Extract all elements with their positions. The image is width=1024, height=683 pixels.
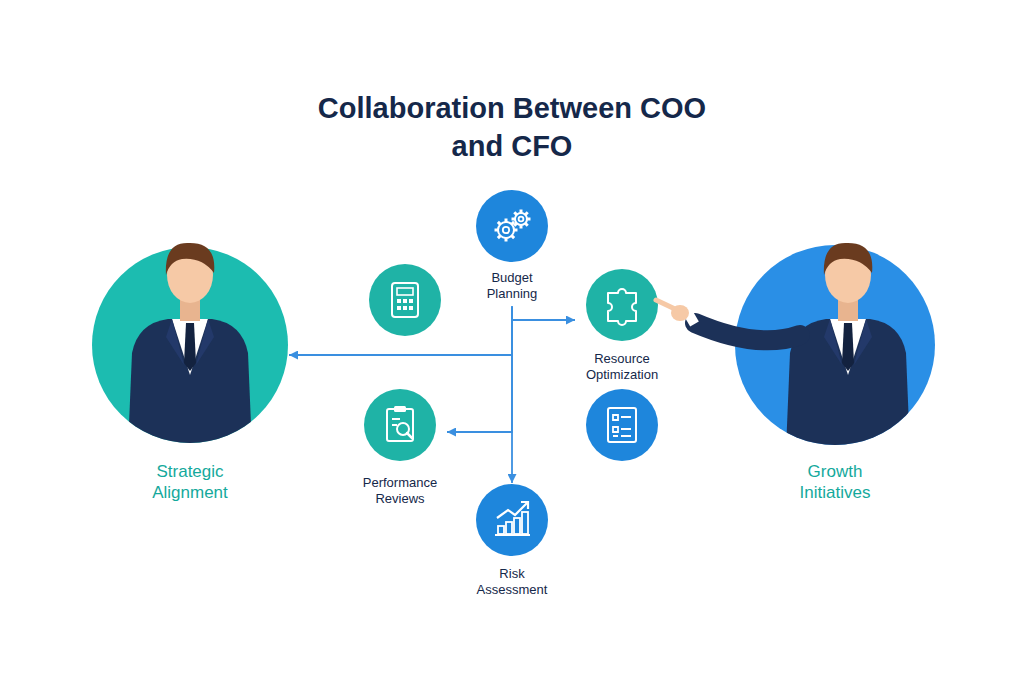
puzzle-icon <box>608 289 636 325</box>
connector-arrow <box>511 307 513 484</box>
chart-icon <box>495 502 530 535</box>
icon-node: Risk Assessment <box>466 484 558 601</box>
node-shape <box>586 269 658 341</box>
node-shape <box>92 247 288 443</box>
node-shape <box>476 484 548 556</box>
connector-arrow <box>289 307 512 356</box>
node-circle <box>586 269 658 341</box>
calculator-body <box>392 283 418 317</box>
person-figure <box>128 243 252 448</box>
icon-node: Budget Planning <box>466 190 558 305</box>
node-label: Budget Planning <box>466 270 558 303</box>
node-shape <box>364 389 436 461</box>
calculator-screen <box>397 288 413 295</box>
checklist-icon <box>586 389 658 461</box>
icon-node: Resource Optimization <box>576 269 668 386</box>
calculator-keys <box>397 299 413 310</box>
person-node: Growth Initiatives <box>735 245 935 506</box>
node-circle <box>476 484 548 556</box>
icon-circle <box>369 264 441 336</box>
node-label: Strategic Alignment <box>125 461 255 504</box>
connector-arrow <box>512 307 575 321</box>
node-label: Risk Assessment <box>466 566 558 599</box>
icon-circle <box>586 389 658 461</box>
node-shape <box>735 245 935 445</box>
diagram-title: Collaboration Between COO and CFO <box>312 90 712 165</box>
node-label: Growth Initiatives <box>770 461 900 504</box>
node-circle <box>476 190 548 262</box>
checklist-sheet <box>608 408 636 442</box>
checklist-lines <box>613 415 631 436</box>
icon-node: Performance Reviews <box>354 389 446 510</box>
node-label: Performance Reviews <box>354 475 446 508</box>
node-label: Resource Optimization <box>576 351 668 384</box>
node-shape <box>476 190 548 262</box>
connector-arrow <box>447 307 512 433</box>
person-figure <box>656 243 910 450</box>
gears-icon <box>495 210 531 242</box>
person-node: Strategic Alignment <box>92 247 288 506</box>
review-icon <box>387 406 413 441</box>
node-circle <box>364 389 436 461</box>
calculator-icon <box>369 264 441 336</box>
